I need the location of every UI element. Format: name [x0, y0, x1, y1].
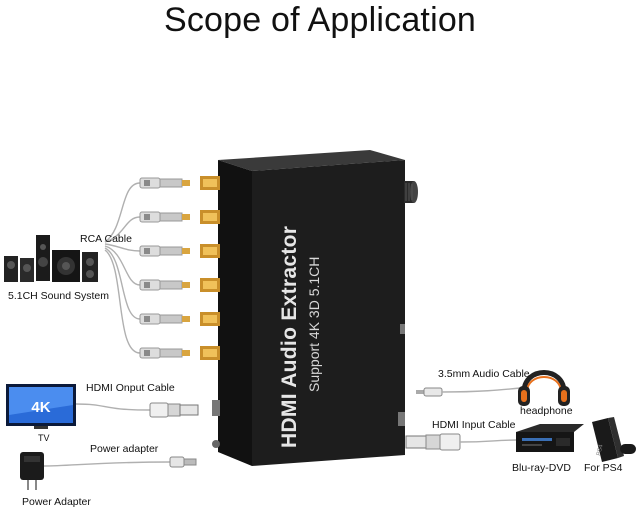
bluray-player-icon — [516, 424, 584, 452]
power-adapter-icon — [20, 452, 197, 490]
rca-ports — [200, 176, 220, 360]
power-adapter-cable-label: Power adapter — [90, 443, 159, 455]
audio-cable — [416, 387, 521, 397]
headphone-label: headphone — [520, 405, 573, 417]
device-name: HDMI Audio Extractor — [278, 225, 301, 448]
rca-cable-label: RCA Cable — [80, 233, 132, 245]
tv-label: TV — [38, 433, 50, 443]
ps4-console-icon: PS4 — [592, 417, 636, 462]
ps4-label: For PS4 — [584, 462, 623, 474]
hdmi-input-cable — [405, 433, 519, 451]
device-subtitle: Support 4K 3D 5.1CH — [306, 256, 322, 392]
rca-plugs — [139, 177, 190, 359]
tv-4k-label: 4K — [31, 399, 50, 416]
tv-icon: 4K — [6, 384, 76, 429]
rca-cables — [104, 182, 141, 354]
audio-cable-label: 3.5mm Audio Cable — [438, 368, 530, 380]
headphone-icon — [518, 370, 570, 406]
sound-system-icon — [4, 235, 98, 282]
volume-knob — [404, 181, 418, 203]
page-title: Scope of Application — [163, 1, 477, 39]
bluray-label: Blu-ray-DVD — [512, 462, 571, 474]
hdmi-output-cable — [75, 402, 199, 418]
hdmi-input-cable-label: HDMI Input Cable — [432, 419, 516, 431]
hdmi-audio-extractor-device — [200, 150, 418, 466]
sound-system-label: 5.1CH Sound System — [8, 290, 109, 302]
ps4-logo-text: PS4 — [596, 443, 605, 456]
hdmi-output-cable-label: HDMI Onput Cable — [86, 382, 175, 394]
power-adapter-label: Power Adapter — [22, 496, 91, 508]
